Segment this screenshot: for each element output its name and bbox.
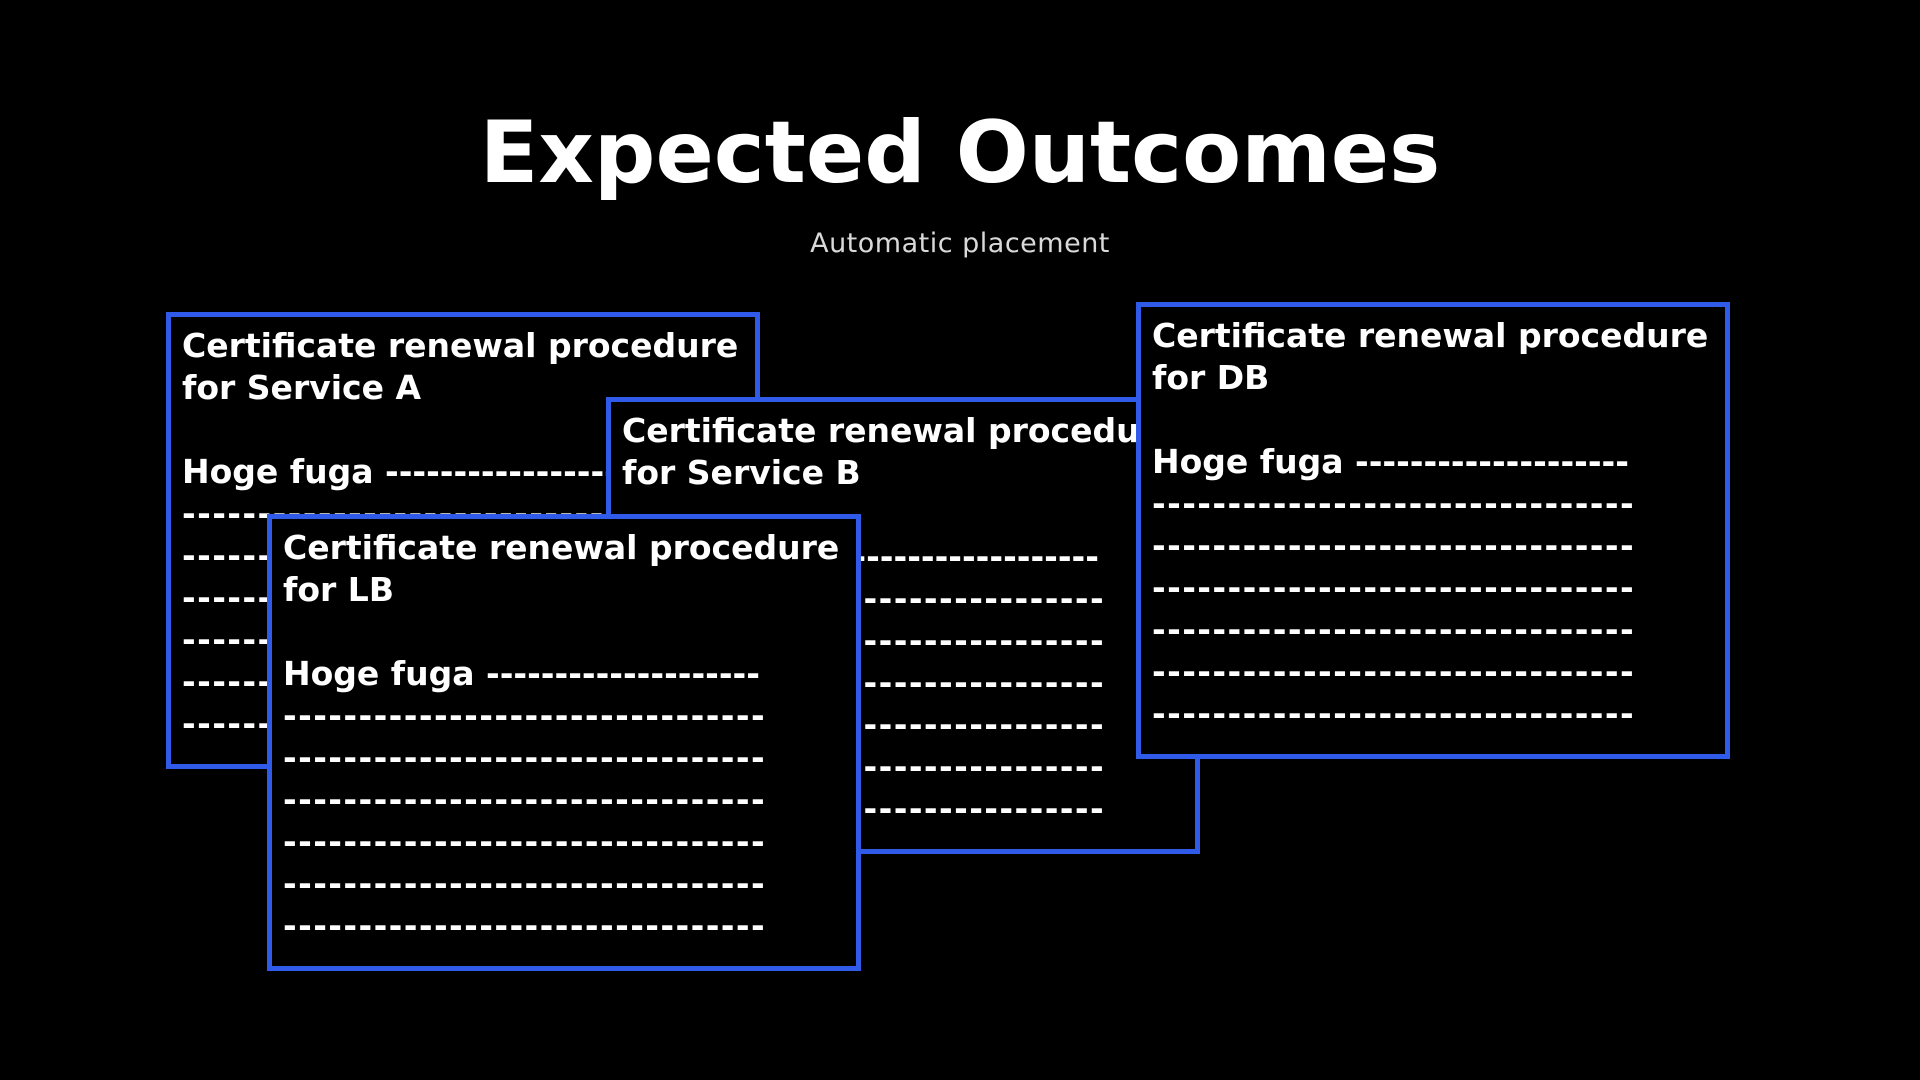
card-db[interactable]: Certificate renewal procedure for DB Hog… xyxy=(1136,302,1730,759)
card-lead-text: Hoge fuga -------------------- xyxy=(182,452,659,491)
card-row: -------------------------------- xyxy=(283,738,767,777)
card-row: -------------------------------- xyxy=(1152,568,1636,607)
card-heading-line1: Certificate renewal procedure xyxy=(182,326,739,365)
card-lead-text: Hoge fuga -------------------- xyxy=(283,654,760,693)
card-row: -------------------------------- xyxy=(1152,652,1636,691)
card-row: -------------------------------- xyxy=(1152,694,1636,733)
card-spacer xyxy=(283,611,845,653)
card-lead-text: Hoge fuga -------------------- xyxy=(1152,442,1629,481)
card-row: -------------------------------- xyxy=(283,822,767,861)
card-heading-line2: for DB xyxy=(1152,358,1270,397)
card-heading-line2: for Service A xyxy=(182,368,422,407)
card-row: -------------------------------- xyxy=(283,864,767,903)
card-row: -------------------------------- xyxy=(283,780,767,819)
card-heading-line1: Certificate renewal procedure xyxy=(283,528,840,567)
card-row: -------------------------------- xyxy=(283,906,767,945)
card-heading-line1: Certificate renewal procedure xyxy=(622,411,1179,450)
card-row: -------------------------------- xyxy=(1152,610,1636,649)
card-row: -------------------------------- xyxy=(283,696,767,735)
card-row: -------------------------------- xyxy=(1152,484,1636,523)
slide-title: Expected Outcomes xyxy=(479,103,1441,203)
card-row: -------------------------------- xyxy=(1152,526,1636,565)
card-heading-line2: for LB xyxy=(283,570,394,609)
card-spacer xyxy=(1152,399,1714,441)
slide-subtitle: Automatic placement xyxy=(810,228,1110,259)
card-heading-line2: for Service B xyxy=(622,453,861,492)
card-heading-line1: Certificate renewal procedure xyxy=(1152,316,1709,355)
card-lb[interactable]: Certificate renewal procedure for LB Hog… xyxy=(267,514,861,971)
